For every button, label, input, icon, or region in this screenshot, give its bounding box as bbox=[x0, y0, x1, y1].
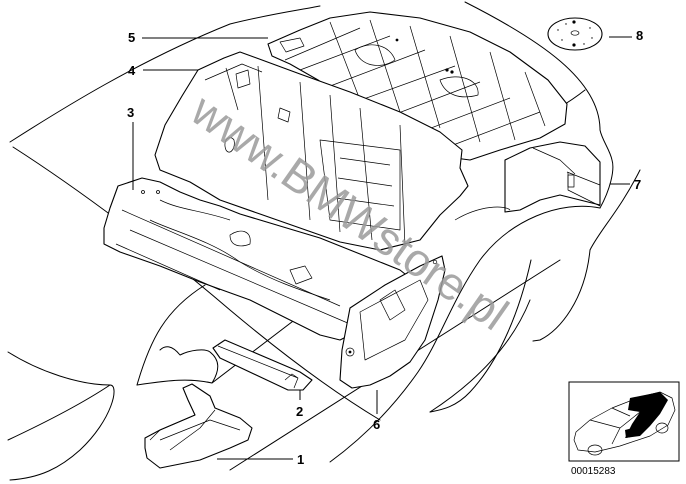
callout-7: 7 bbox=[634, 177, 641, 192]
callout-6: 6 bbox=[373, 417, 380, 432]
part-8-round-disc bbox=[547, 17, 603, 51]
callout-3: 3 bbox=[127, 105, 134, 120]
callout-2: 2 bbox=[296, 404, 303, 419]
part-1-floor-insulation bbox=[144, 383, 253, 469]
car-locator-thumbnail: 00015283 bbox=[568, 381, 680, 477]
thumbnail-frame bbox=[568, 381, 680, 462]
callout-4: 4 bbox=[128, 63, 136, 78]
part-7-luggage-side-trim bbox=[454, 141, 601, 221]
car-locator-icon bbox=[573, 391, 676, 456]
part-2-tunnel-strip bbox=[212, 339, 313, 391]
callout-1: 1 bbox=[297, 452, 304, 467]
part-5-parcel-shelf bbox=[267, 11, 568, 161]
reference-code: 00015283 bbox=[571, 466, 616, 477]
part-6-door-panel bbox=[339, 255, 446, 389]
callout-5: 5 bbox=[128, 30, 135, 45]
part-4-seat-back-panel bbox=[154, 51, 469, 251]
callout-8: 8 bbox=[636, 28, 643, 43]
leader-lines bbox=[132, 36, 632, 460]
